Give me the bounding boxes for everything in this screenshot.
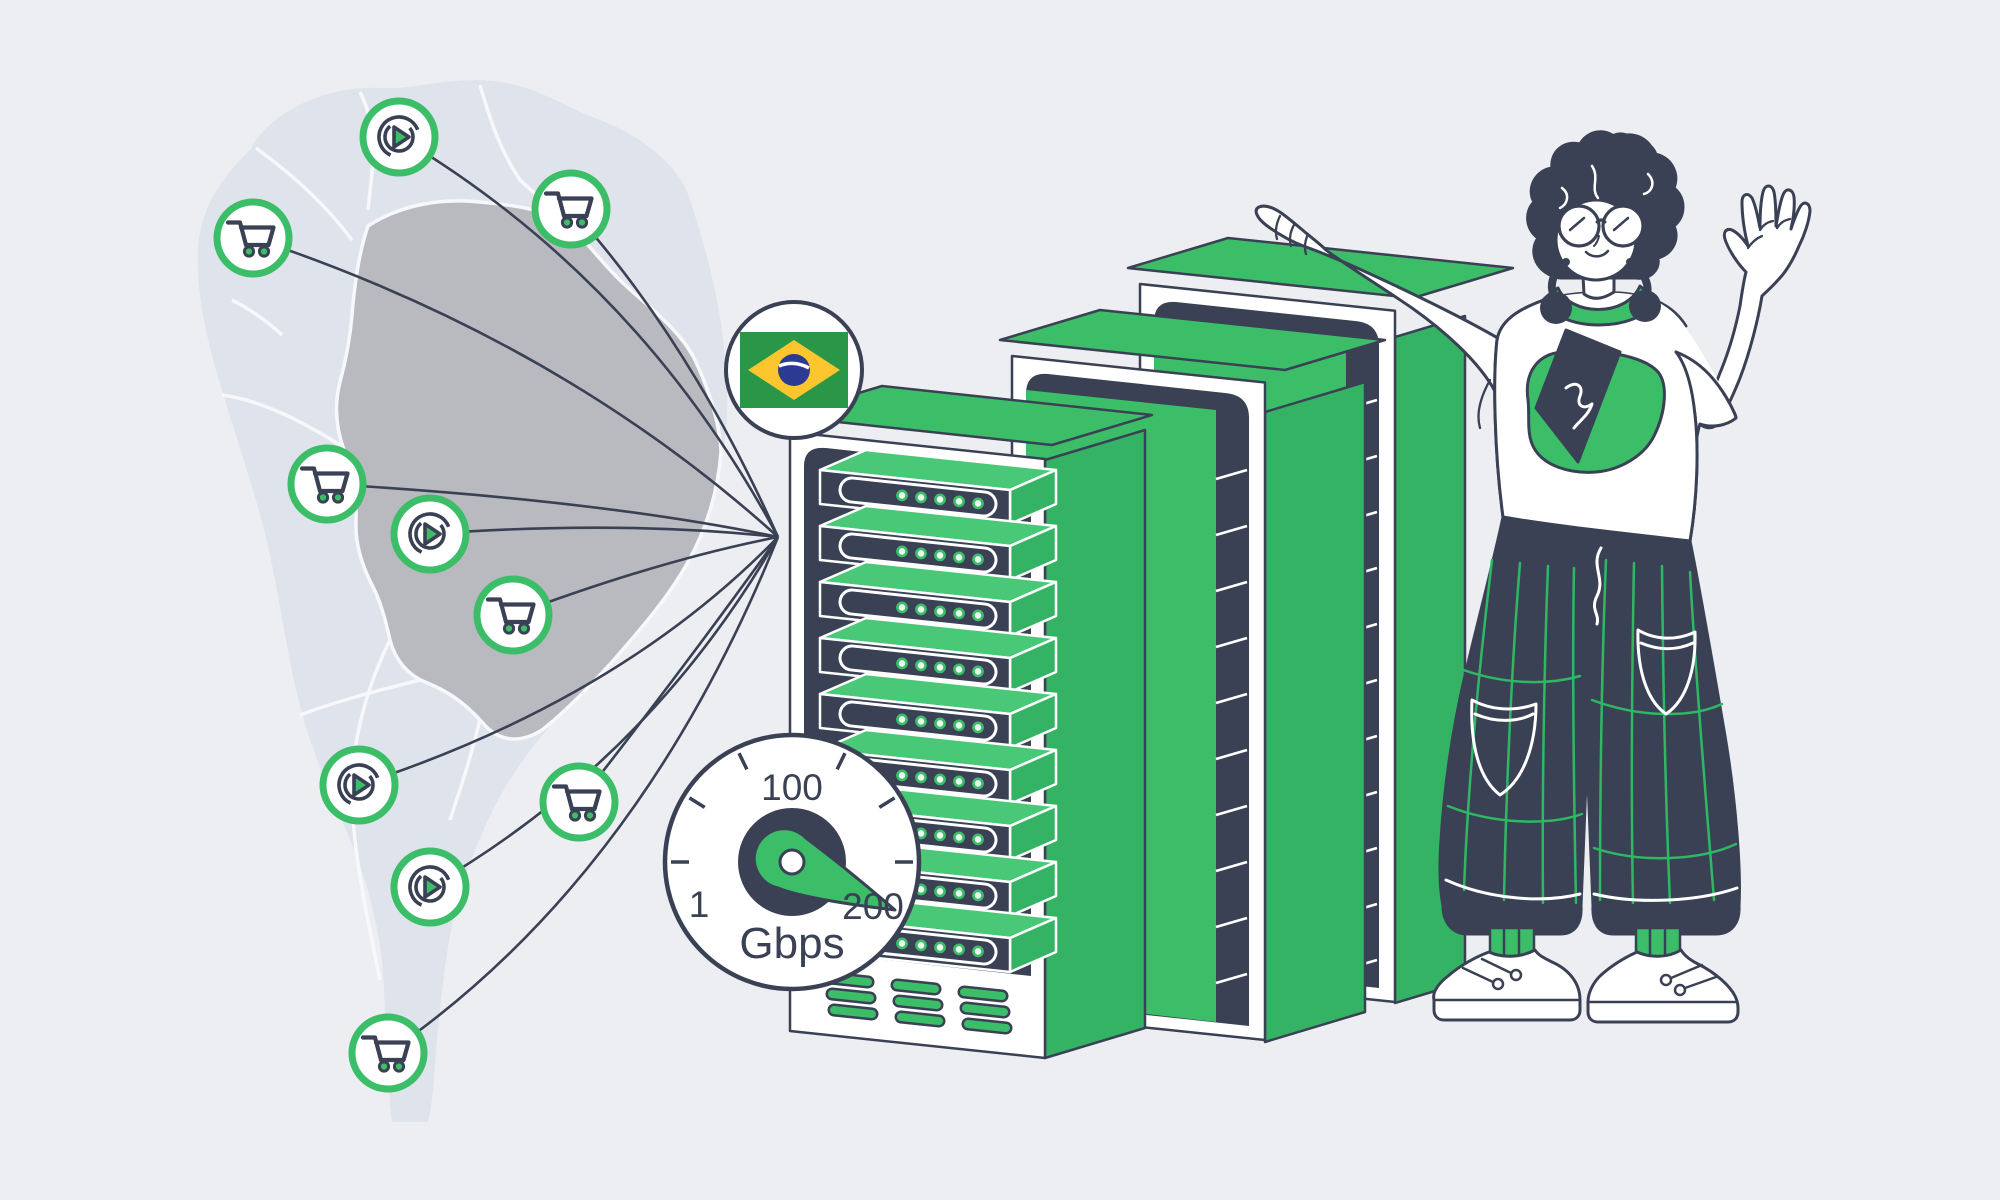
pocket-outlines: [1444, 546, 1739, 902]
cart-icon: [217, 202, 289, 274]
play-icon: [323, 749, 395, 821]
gauge-ticks: [671, 752, 913, 864]
cart-icon: [291, 448, 363, 520]
person-left-arm: [1254, 204, 1510, 432]
gauge-label-1: 1: [689, 884, 710, 925]
play-icon: [363, 101, 435, 173]
pigtails: [1540, 258, 1661, 324]
gauge-unit-label: Gbps: [739, 919, 844, 968]
glasses-icon: [1557, 204, 1645, 248]
cart-icon: [543, 766, 615, 838]
brazil-flag-icon: [740, 332, 848, 408]
needle-pivot: [778, 848, 806, 876]
hair-highlights: [1558, 164, 1654, 210]
person-tshirt: [1493, 291, 1738, 543]
south-america-map: [197, 80, 728, 1122]
person-bangs: [1557, 132, 1668, 219]
play-icon: [394, 498, 466, 570]
gauge-label-200: 200: [842, 886, 904, 927]
person-right-arm: [1698, 184, 1812, 430]
person-shoes: [1432, 948, 1740, 1024]
smile: [1584, 249, 1610, 258]
cart-icon: [352, 1017, 424, 1089]
connection-lines: [252, 135, 780, 1055]
cart-icon: [477, 579, 549, 651]
gauge-label-100: 100: [761, 767, 823, 808]
tshirt-graphic: [1525, 328, 1666, 474]
cart-icon: [535, 173, 607, 245]
person-pants: [1438, 515, 1741, 936]
speed-gauge: 100 1 200 Gbps: [662, 732, 922, 992]
person: [1254, 130, 1812, 1024]
person-head: [1526, 130, 1685, 324]
brazil-flag-badge: [724, 300, 864, 440]
pants-grid-pattern: [1446, 558, 1738, 905]
nose: [1593, 235, 1600, 247]
play-icon: [394, 851, 466, 923]
finger-lines: [1274, 214, 1492, 430]
finger-lines: [1746, 217, 1792, 250]
